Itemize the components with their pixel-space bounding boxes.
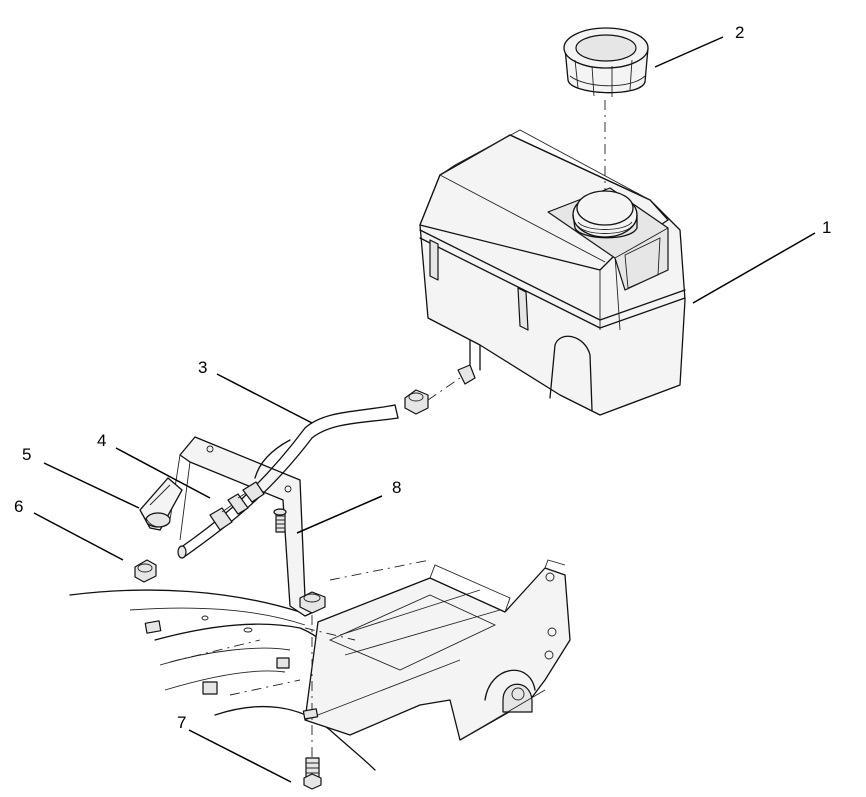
chassis-frame bbox=[69, 559, 571, 771]
leader-lines bbox=[33, 36, 816, 783]
part-8-bracket bbox=[169, 436, 326, 617]
part-5-clamp bbox=[139, 477, 183, 531]
leader-5 bbox=[43, 462, 140, 509]
leader-4 bbox=[115, 447, 211, 499]
part-2-fuel-cap bbox=[563, 27, 649, 190]
bracket-screw bbox=[273, 508, 287, 533]
callout-4: 4 bbox=[97, 431, 106, 450]
tank-outlet-fitting bbox=[404, 339, 481, 415]
part-6-cap bbox=[134, 559, 157, 583]
part-3-fuel-hose bbox=[177, 404, 399, 559]
callout-1: 1 bbox=[822, 218, 831, 237]
callout-5: 5 bbox=[22, 445, 31, 464]
callout-3: 3 bbox=[198, 358, 207, 377]
leader-3 bbox=[216, 373, 313, 424]
callout-labels: 1 2 3 4 5 6 7 8 bbox=[14, 23, 831, 732]
leader-1 bbox=[692, 232, 816, 304]
leader-2 bbox=[654, 36, 724, 68]
callout-7: 7 bbox=[177, 713, 186, 732]
part-1-fuel-tank bbox=[419, 129, 686, 416]
part-7-bolt bbox=[302, 615, 322, 790]
leader-7 bbox=[188, 729, 292, 783]
callout-2: 2 bbox=[735, 23, 744, 42]
callout-8: 8 bbox=[392, 478, 401, 497]
leader-6 bbox=[33, 512, 124, 561]
leader-8 bbox=[296, 495, 383, 534]
callout-6: 6 bbox=[14, 497, 23, 516]
part-4-fuel-valve bbox=[209, 439, 291, 531]
